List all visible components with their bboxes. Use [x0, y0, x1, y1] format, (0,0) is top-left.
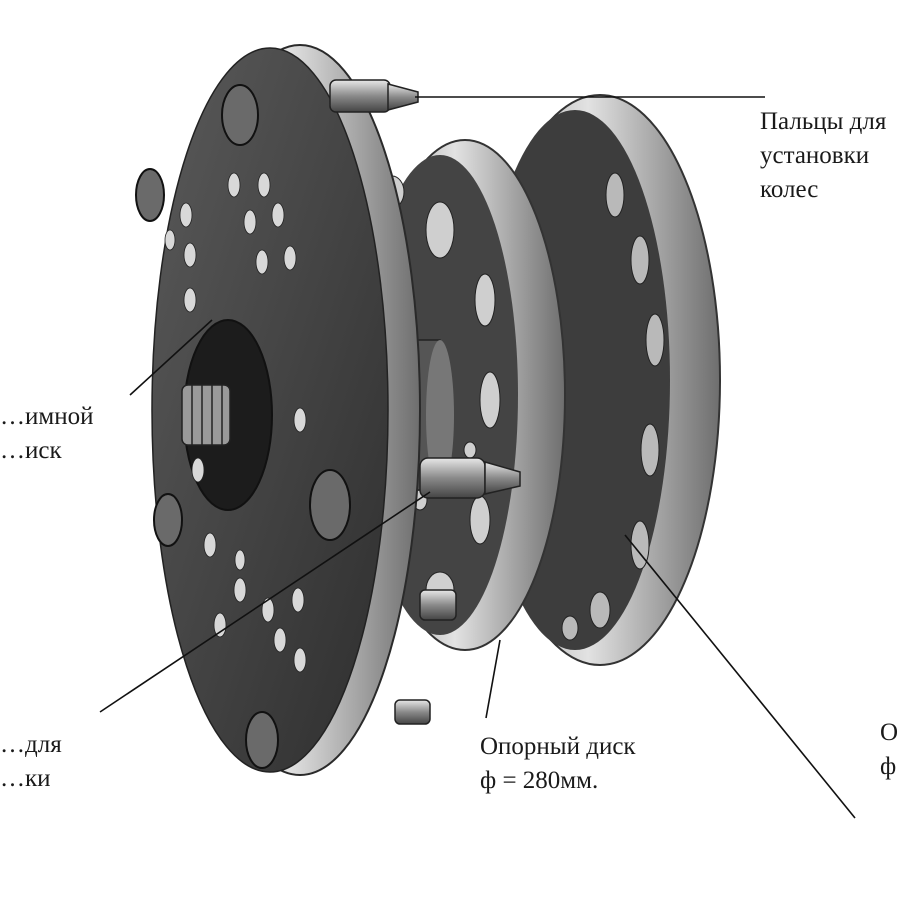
leader-rear-disc — [624, 534, 856, 819]
label-pin: …для …ки — [0, 731, 62, 792]
label-wheel-fingers: Пальцы для установки колес — [760, 108, 887, 203]
wheel-finger-bottom — [394, 699, 431, 725]
label-clamp-disc: …имной …иск — [0, 403, 94, 464]
leader-clamp-disc — [129, 319, 213, 396]
label-support-disc: Опорный диск ф = 280мм. — [480, 733, 636, 794]
front-clamp-disc — [135, 44, 421, 776]
label-rear-disc-partial: О ф — [880, 719, 899, 780]
wheel-finger-lower-middle — [419, 589, 457, 621]
mounting-bolts — [135, 84, 351, 769]
hole-pattern — [164, 172, 307, 673]
threaded-shaft — [181, 384, 231, 446]
leader-pin — [99, 491, 431, 713]
leader-support-disc — [485, 639, 501, 719]
leader-lines — [99, 96, 856, 819]
wheel-finger-middle — [419, 457, 521, 499]
wheel-finger-top — [329, 79, 419, 113]
